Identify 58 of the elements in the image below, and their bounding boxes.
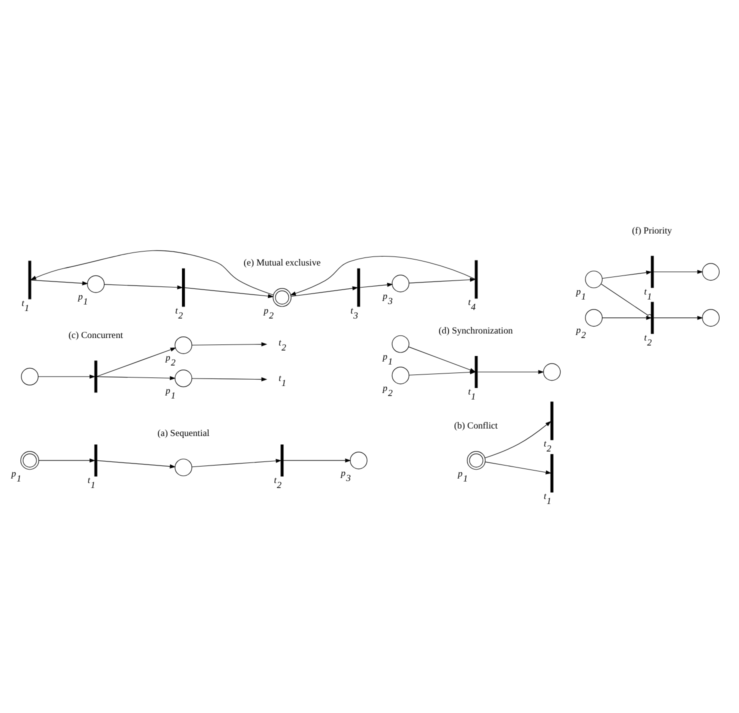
arrow [282, 458, 350, 462]
node-bar [28, 260, 31, 299]
node-bar [94, 360, 97, 392]
arrow [96, 460, 176, 468]
arrow [290, 286, 358, 296]
node-circle [584, 308, 602, 326]
arrow [96, 376, 176, 380]
node-bar [181, 268, 184, 306]
arrow [191, 342, 267, 346]
label: (f) Priority [631, 226, 672, 236]
node-bar [650, 301, 654, 334]
node-circle [349, 451, 367, 469]
node-bar [474, 260, 478, 298]
node-circle [174, 369, 192, 387]
arrow [184, 286, 274, 298]
label: (a) Sequential [157, 428, 209, 438]
arrow [38, 458, 95, 462]
arrow [484, 461, 552, 474]
node-bar [474, 355, 478, 388]
arrow [30, 250, 274, 295]
node-bar [356, 268, 360, 306]
arrow [602, 315, 652, 320]
arrow [408, 370, 476, 375]
arrow [30, 279, 88, 285]
arrow [602, 270, 652, 278]
arrow [191, 458, 282, 467]
arrow [289, 256, 475, 295]
arrow [408, 277, 476, 283]
connector [600, 283, 652, 318]
node-bar [94, 444, 97, 476]
arrow [476, 369, 544, 374]
arrow [96, 347, 176, 376]
node-circle [391, 274, 409, 292]
node-circle [702, 308, 720, 326]
label: (b) Conflict [454, 420, 498, 431]
arrow [484, 420, 551, 458]
label: (d) Synchronization [438, 326, 512, 336]
node-bar [280, 444, 284, 476]
node-bar [550, 454, 553, 492]
node-circle [391, 334, 409, 352]
node-circle [20, 367, 38, 385]
node-circle [584, 270, 602, 288]
node-circle [542, 362, 560, 380]
node-circle [391, 366, 409, 384]
node-circle [86, 274, 104, 292]
arrow [104, 284, 183, 289]
arrow [38, 374, 95, 378]
node-circle [174, 336, 192, 354]
node-bar [550, 401, 553, 440]
node-circle [702, 262, 720, 280]
arrow [359, 282, 392, 288]
label: (e) Mutual exclusive [243, 258, 320, 268]
node-bar [650, 255, 654, 288]
arrow [652, 315, 703, 320]
label: (c) Concurrent [68, 330, 122, 341]
node-circle [174, 458, 192, 476]
arrow [191, 376, 267, 381]
arrow [652, 269, 703, 274]
